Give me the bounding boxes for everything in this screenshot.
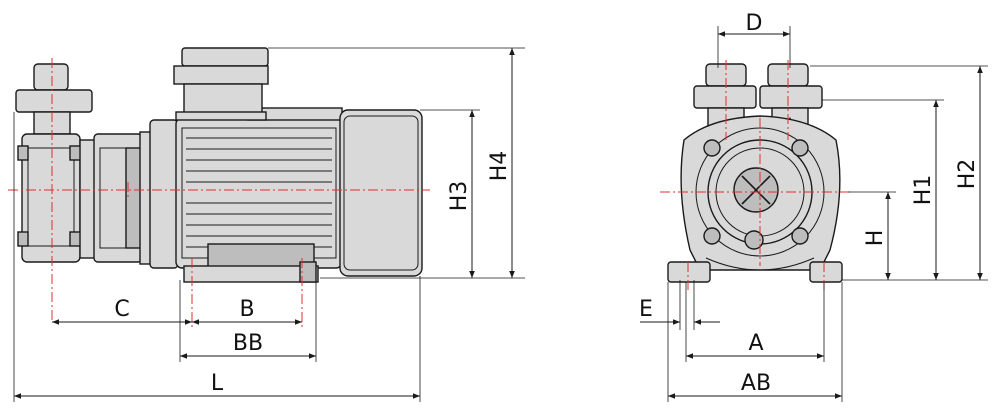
pump-casing [79, 119, 179, 269]
terminal-box [173, 47, 269, 121]
dim-label-ab: AB [741, 371, 771, 396]
dim-label-c: C [114, 297, 129, 322]
front-feet [667, 261, 843, 283]
dim-label-h3: H3 [447, 181, 472, 212]
dim-label-h2: H2 [955, 159, 980, 190]
dim-label-h1: H1 [911, 175, 936, 206]
side-view: H3 H4 C B BB L [8, 47, 525, 402]
dim-label-d: D [746, 11, 763, 36]
dim-label-l: L [211, 371, 224, 396]
dim-label-h: H [863, 230, 888, 247]
front-view: D H H1 H2 E A AB [639, 11, 988, 402]
dim-label-a: A [748, 331, 763, 356]
dim-label-e: E [639, 297, 653, 322]
dim-label-bb: BB [233, 331, 263, 356]
motor-body [175, 107, 423, 283]
dim-label-h4: H4 [487, 151, 512, 182]
dim-label-b: B [239, 297, 254, 322]
